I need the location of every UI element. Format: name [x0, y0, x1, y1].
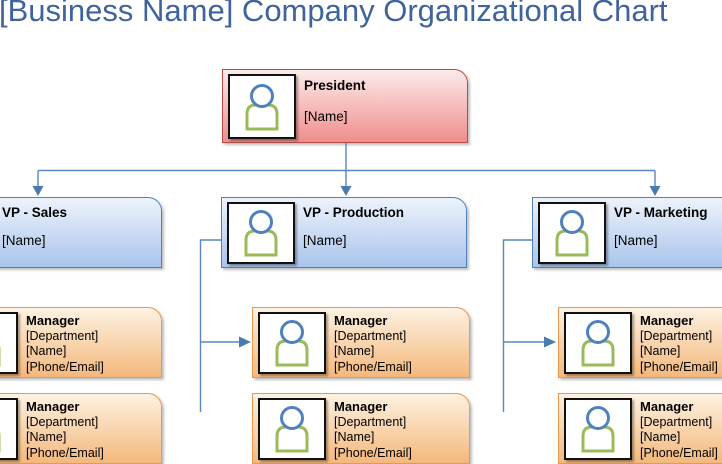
card-text: Manager [Department] [Name] [Phone/Email… [640, 313, 722, 375]
card-phone-email-placeholder: [Phone/Email] [26, 445, 104, 460]
card-role: Manager [640, 399, 694, 414]
card-role: President [304, 78, 366, 93]
card-name-placeholder: [Name] [304, 109, 348, 124]
card-name-placeholder: [Name] [26, 430, 67, 444]
card-department-placeholder: [Department] [26, 328, 99, 343]
photo-placeholder [227, 202, 295, 264]
connector-lines [32, 143, 661, 412]
card-text: Manager [Department] [Name] [Phone/Email… [334, 399, 466, 461]
card-name-placeholder: [Name] [640, 344, 681, 358]
card-department-placeholder: [Department] [334, 414, 407, 429]
person-icon [0, 346, 1, 367]
card-role: VP - Production [303, 205, 405, 220]
person-icon [581, 406, 615, 453]
photo-placeholder [258, 312, 326, 374]
card-name-placeholder: [Name] [26, 344, 67, 358]
photo-placeholder [564, 312, 632, 374]
card-department-placeholder: [Department] [334, 328, 407, 343]
card-text: VP - Sales [Name] [2, 198, 158, 248]
card-phone-email-placeholder: [Phone/Email] [640, 445, 718, 460]
photo-placeholder [538, 202, 606, 264]
connector-arrowheads [32, 186, 661, 348]
photo-placeholder [564, 398, 632, 460]
president-card[interactable]: President [Name] [222, 69, 468, 143]
person-icon [555, 210, 589, 257]
card-text: VP - Production [Name] [303, 198, 463, 248]
card-role: Manager [334, 399, 388, 414]
card-name-placeholder: [Name] [334, 430, 375, 444]
manager-marketing-2-card[interactable]: Manager [Department] [Name] [Phone/Email… [558, 393, 722, 464]
manager-marketing-1-card[interactable]: Manager [Department] [Name] [Phone/Email… [558, 307, 722, 378]
manager-production-1-card[interactable]: Manager [Department] [Name] [Phone/Email… [252, 307, 470, 378]
card-role: Manager [26, 313, 80, 328]
connector-production-managers [199, 239, 221, 412]
page-title[interactable]: [Business Name] Company Organizational C… [0, 0, 668, 28]
photo-placeholder [0, 312, 18, 374]
card-role: Manager [334, 313, 388, 328]
card-name-placeholder: [Name] [614, 233, 658, 248]
card-name-placeholder: [Name] [303, 233, 347, 248]
card-text: Manager [Department] [Name] [Phone/Email… [640, 399, 722, 461]
person-icon [581, 320, 615, 367]
card-name-placeholder: [Name] [640, 430, 681, 444]
card-role: Manager [26, 399, 80, 414]
card-name-placeholder: [Name] [334, 344, 375, 358]
person-icon [275, 320, 309, 367]
card-role: VP - Sales [2, 205, 68, 220]
card-name-placeholder: [Name] [2, 233, 46, 248]
card-role: VP - Marketing [614, 205, 708, 220]
card-text: Manager [Department] [Name] [Phone/Email… [334, 313, 466, 375]
vp-marketing-card[interactable]: VP - Marketing [Name] [532, 197, 722, 268]
person-icon [245, 83, 279, 130]
photo-placeholder [258, 398, 326, 460]
card-department-placeholder: [Department] [26, 414, 99, 429]
card-text: Manager [Department] [Name] [Phone/Email… [26, 313, 158, 375]
card-text: Manager [Department] [Name] [Phone/Email… [26, 399, 158, 461]
card-department-placeholder: [Department] [640, 328, 713, 343]
person-icon [275, 406, 309, 453]
manager-sales-2-card[interactable]: Manager [Department] [Name] [Phone/Email… [0, 393, 162, 464]
card-text: President [Name] [304, 70, 464, 124]
manager-production-2-card[interactable]: Manager [Department] [Name] [Phone/Email… [252, 393, 470, 464]
person-icon [244, 210, 278, 257]
card-department-placeholder: [Department] [640, 414, 713, 429]
connector-marketing-managers [502, 239, 532, 412]
card-phone-email-placeholder: [Phone/Email] [640, 359, 718, 374]
manager-sales-1-card[interactable]: Manager [Department] [Name] [Phone/Email… [0, 307, 162, 378]
card-phone-email-placeholder: [Phone/Email] [334, 445, 412, 460]
person-icon [0, 432, 1, 453]
photo-placeholder [0, 398, 18, 460]
vp-sales-card[interactable]: VP - Sales [Name] [0, 197, 162, 268]
card-text: VP - Marketing [Name] [614, 198, 722, 248]
card-role: Manager [640, 313, 694, 328]
vp-production-card[interactable]: VP - Production [Name] [221, 197, 467, 268]
card-phone-email-placeholder: [Phone/Email] [334, 359, 412, 374]
photo-placeholder [228, 74, 296, 139]
card-phone-email-placeholder: [Phone/Email] [26, 359, 104, 374]
